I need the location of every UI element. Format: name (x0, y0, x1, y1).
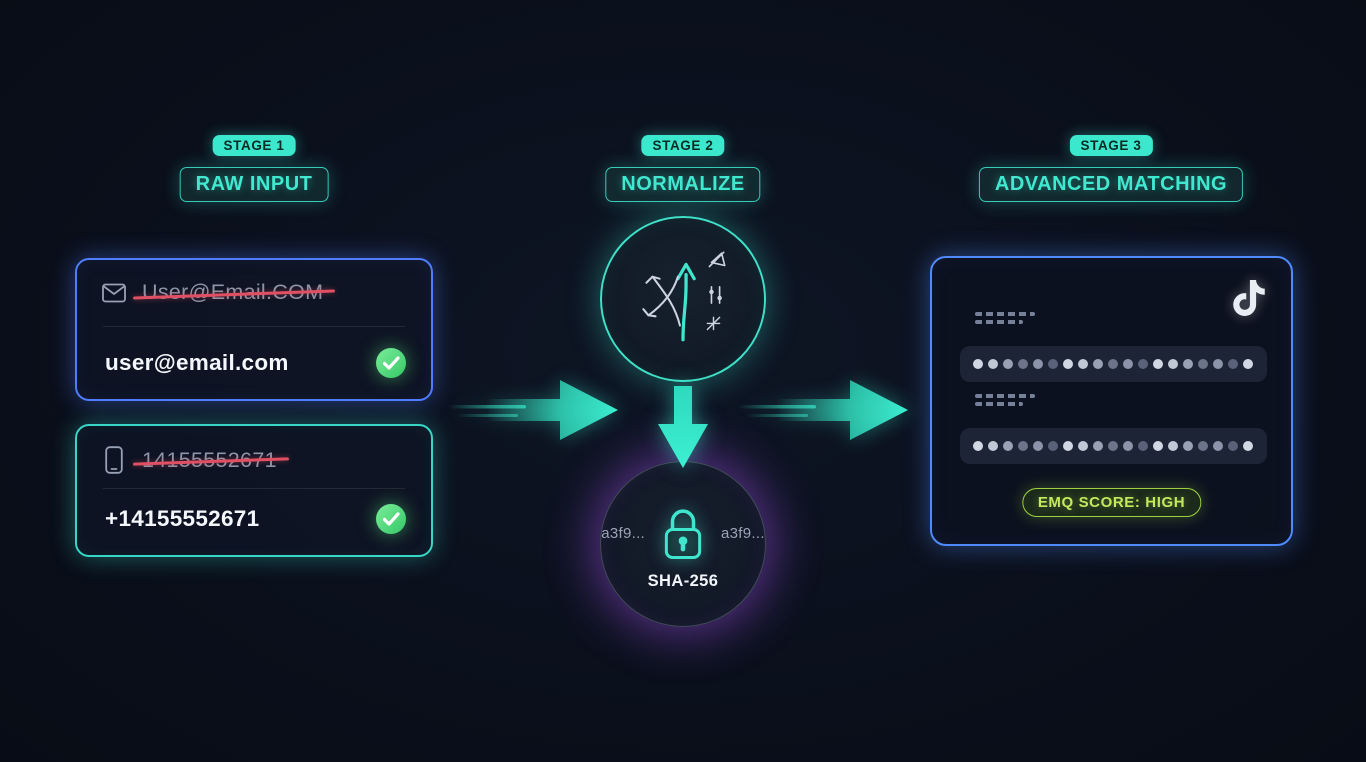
hash-dot (1198, 359, 1208, 369)
hash-dot (1168, 441, 1178, 451)
stage2-label: NORMALIZE (605, 167, 761, 202)
emq-score-badge: EMQ SCORE: HIGH (1021, 488, 1202, 517)
envelope-icon (101, 283, 127, 303)
hash-dot (1033, 359, 1043, 369)
stage2-badge: STAGE 2 (641, 135, 725, 156)
hash-dot (1003, 441, 1013, 451)
stage3-header: STAGE 3 ADVANCED MATCHING (978, 135, 1244, 202)
hash-dot (1093, 359, 1103, 369)
stage1-header: STAGE 1 RAW INPUT (179, 135, 329, 202)
hash-dot (1228, 441, 1238, 451)
check-circle-icon (375, 347, 407, 379)
hash-dot (1018, 441, 1028, 451)
hash-dot (988, 441, 998, 451)
arrow-right-icon (448, 372, 623, 448)
hash-dot (1138, 359, 1148, 369)
hashed-record-row-2 (960, 428, 1267, 464)
stage1-badge: STAGE 1 (212, 135, 296, 156)
hash-dot (1093, 441, 1103, 451)
redacted-label-2 (975, 394, 1035, 406)
stage3-badge: STAGE 3 (1069, 135, 1153, 156)
divider (103, 488, 405, 489)
stage2-header: STAGE 2 NORMALIZE (605, 135, 761, 202)
hash-dot (1048, 441, 1058, 451)
hash-dot (1108, 359, 1118, 369)
hash-row: a3f9... a3f9... (601, 503, 765, 563)
hash-dot (1183, 441, 1193, 451)
struck-phone: 14155552671 (132, 448, 289, 473)
hash-algorithm-label: SHA-256 (647, 572, 719, 590)
normalized-phone-row: +14155552671 (101, 503, 407, 535)
hash-dot (1033, 441, 1043, 451)
raw-email-row: User@Email.COM (101, 280, 407, 305)
hash-dot (1198, 441, 1208, 451)
hash-dot (1123, 441, 1133, 451)
hash-dot (1243, 359, 1253, 369)
hash-dot (1108, 441, 1118, 451)
hash-dot (1183, 359, 1193, 369)
hash-dot (1048, 359, 1058, 369)
padlock-icon (655, 503, 711, 563)
hash-dot (1063, 359, 1073, 369)
hash-dot (1153, 359, 1163, 369)
hash-dot (1243, 441, 1253, 451)
normalized-phone-text: +14155552671 (105, 506, 260, 531)
email-card: User@Email.COM user@email.com (75, 258, 433, 401)
hash-dot (988, 359, 998, 369)
hash-dot (1078, 441, 1088, 451)
normalize-node (600, 216, 766, 382)
merge-arrows-icon (622, 236, 744, 363)
matching-card: EMQ SCORE: HIGH (930, 256, 1293, 546)
hash-dot (1168, 359, 1178, 369)
stage1-label: RAW INPUT (179, 167, 329, 202)
hash-dot (1153, 441, 1163, 451)
normalized-email-row: user@email.com (101, 347, 407, 379)
hash-dot (1213, 441, 1223, 451)
check-circle-icon (375, 503, 407, 535)
hash-node: a3f9... a3f9... SHA-256 (600, 461, 766, 627)
phone-card: 14155552671 +14155552671 (75, 424, 433, 557)
dash-line (975, 320, 1023, 324)
hash-dot (1123, 359, 1133, 369)
hash-dot (1063, 441, 1073, 451)
dash-line (975, 394, 1035, 398)
hash-fragment-right: a3f9... (721, 524, 765, 542)
arrow-down-icon (658, 386, 708, 468)
hash-dot (1003, 359, 1013, 369)
hash-dot (1078, 359, 1088, 369)
hash-dot (1228, 359, 1238, 369)
struck-email: User@Email.COM (133, 280, 336, 305)
dash-line (975, 312, 1035, 316)
hash-fragment-left: a3f9... (601, 524, 645, 542)
hash-dot (1018, 359, 1028, 369)
hash-dot (973, 441, 983, 451)
hash-dot (1138, 441, 1148, 451)
hash-dot (1213, 359, 1223, 369)
arrow-right-icon (738, 372, 913, 448)
normalized-email-text: user@email.com (105, 350, 289, 375)
tiktok-icon (1233, 280, 1265, 316)
redacted-label-1 (975, 312, 1035, 324)
divider (103, 325, 405, 327)
hash-dot (973, 359, 983, 369)
smartphone-icon (101, 446, 127, 474)
dash-line (975, 402, 1023, 406)
raw-phone-row: 14155552671 (101, 446, 407, 474)
stage3-label: ADVANCED MATCHING (978, 167, 1244, 202)
hashed-record-row-1 (960, 346, 1267, 382)
